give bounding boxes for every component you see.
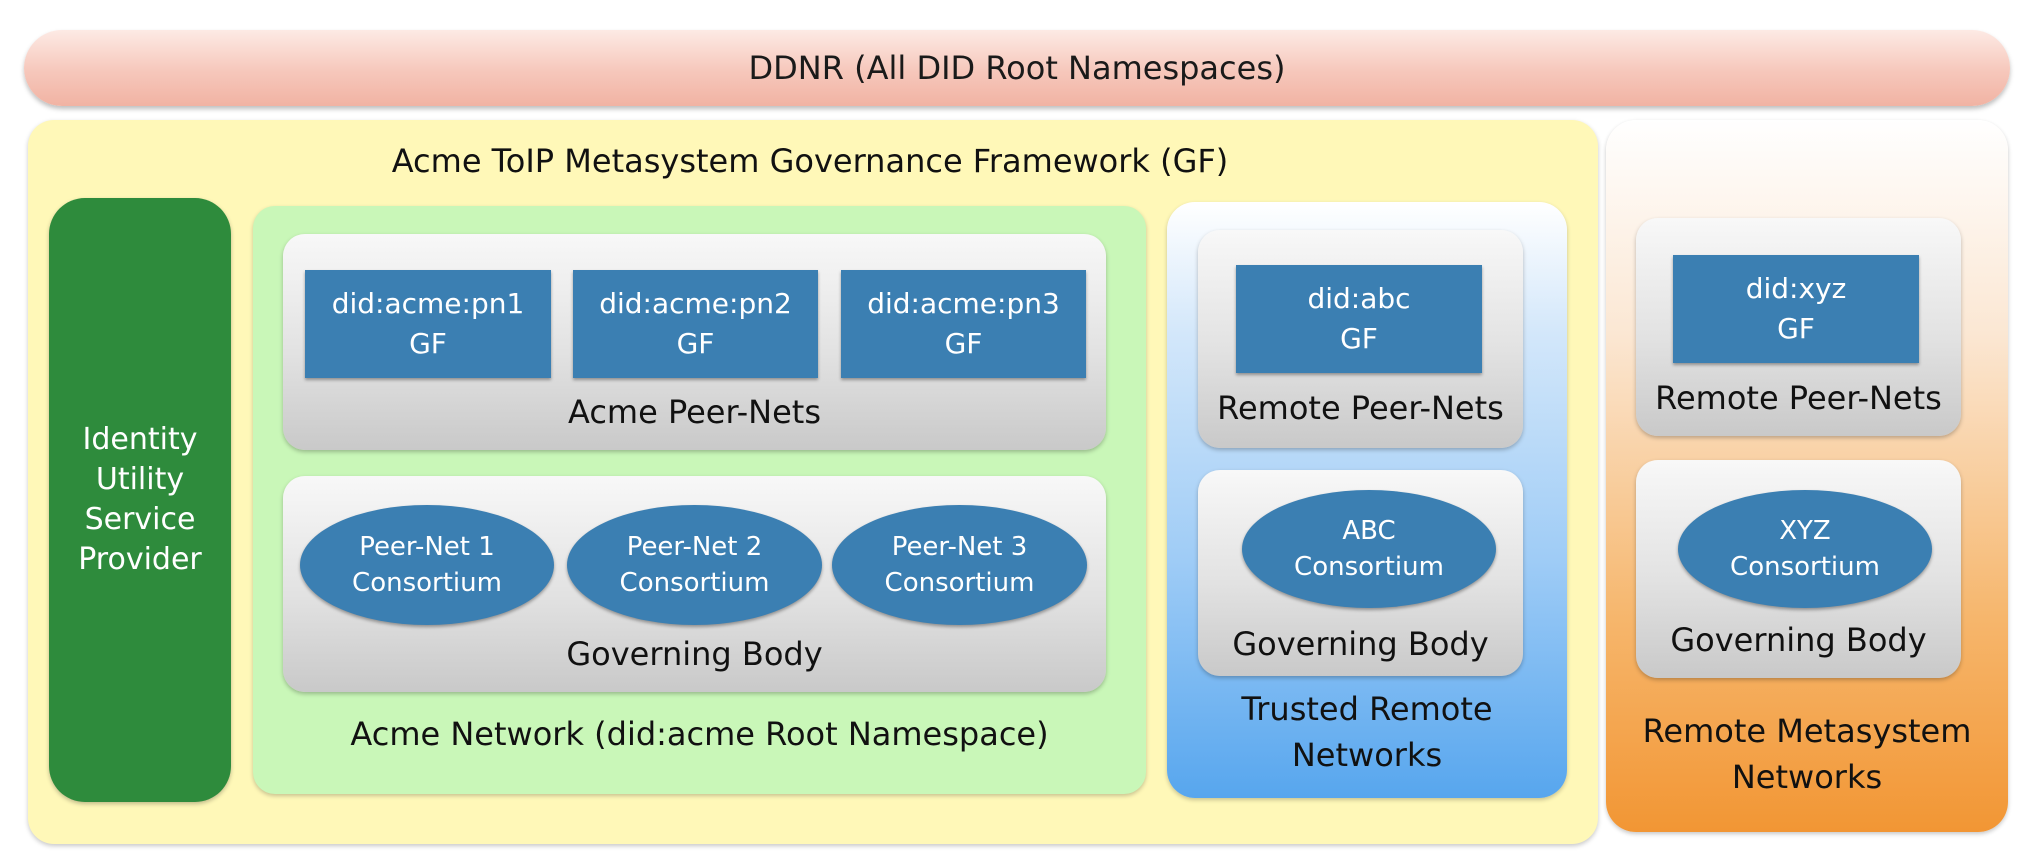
- peer-net-gf-2: did:acme:pn2 GF: [573, 270, 818, 378]
- peer-net-gf-3-gf: GF: [944, 327, 983, 360]
- ddnr-bar: DDNR (All DID Root Namespaces): [24, 30, 2010, 106]
- consortium-2-name: Peer-Net 2: [626, 532, 763, 562]
- peer-net-gf-1: did:acme:pn1 GF: [305, 270, 551, 378]
- xyz-consortium-name: XYZ: [1779, 516, 1831, 546]
- peer-net-gf-2-did: did:acme:pn2: [599, 287, 792, 320]
- did-xyz-label: did:xyz: [1745, 272, 1847, 305]
- peer-net-gf-2-gf: GF: [676, 327, 715, 360]
- peer-net-3-consortium: Peer-Net 3 Consortium: [832, 505, 1087, 625]
- peer-net-gf-3-did: did:acme:pn3: [867, 287, 1060, 320]
- peer-net-gf-3: did:acme:pn3 GF: [841, 270, 1086, 378]
- acme-network-label: Acme Network (did:acme Root Namespace): [350, 715, 1049, 753]
- abc-consortium-type: Consortium: [1294, 552, 1444, 582]
- did-abc-gf-label: GF: [1340, 322, 1378, 355]
- trusted-remote-networks-label: Trusted Remote Networks: [1241, 690, 1493, 774]
- did-xyz-gf-label: GF: [1777, 312, 1815, 345]
- acme-governing-body-label: Governing Body: [566, 635, 823, 673]
- consortium-3-name: Peer-Net 3: [891, 532, 1028, 562]
- consortium-3-type: Consortium: [884, 568, 1035, 598]
- trusted-remote-governing-body-label: Governing Body: [1232, 625, 1489, 663]
- consortium-1-name: Peer-Net 1: [359, 532, 495, 562]
- peer-net-2-consortium: Peer-Net 2 Consortium: [567, 505, 822, 625]
- trusted-remote-peer-nets-label: Remote Peer-Nets: [1217, 389, 1504, 427]
- xyz-consortium-type: Consortium: [1730, 552, 1880, 582]
- ddnr-label: DDNR (All DID Root Namespaces): [748, 49, 1286, 87]
- peer-net-gf-1-gf: GF: [409, 327, 447, 360]
- did-abc-label: did:abc: [1307, 282, 1411, 315]
- abc-consortium: ABC Consortium: [1242, 490, 1496, 608]
- abc-consortium-name: ABC: [1342, 516, 1396, 546]
- remote-meta-governing-body-label: Governing Body: [1670, 621, 1927, 659]
- consortium-2-type: Consortium: [619, 568, 770, 598]
- peer-net-gf-1-did: did:acme:pn1: [331, 287, 525, 320]
- framework-title: Acme ToIP Metasystem Governance Framewor…: [391, 142, 1229, 180]
- did-xyz-gf: did:xyz GF: [1673, 255, 1919, 363]
- acme-peer-nets-label: Acme Peer-Nets: [568, 393, 821, 431]
- peer-net-1-consortium: Peer-Net 1 Consortium: [300, 505, 554, 625]
- identity-utility-service-provider: Identity Utility Service Provider: [49, 198, 231, 802]
- consortium-1-type: Consortium: [352, 568, 502, 598]
- remote-metasystem-networks-label: Remote Metasystem Networks: [1642, 712, 1972, 796]
- xyz-consortium: XYZ Consortium: [1678, 490, 1932, 608]
- remote-meta-peer-nets-label: Remote Peer-Nets: [1655, 379, 1942, 417]
- identity-utility-label: Identity Utility Service Provider: [78, 422, 202, 577]
- did-abc-gf: did:abc GF: [1236, 265, 1482, 373]
